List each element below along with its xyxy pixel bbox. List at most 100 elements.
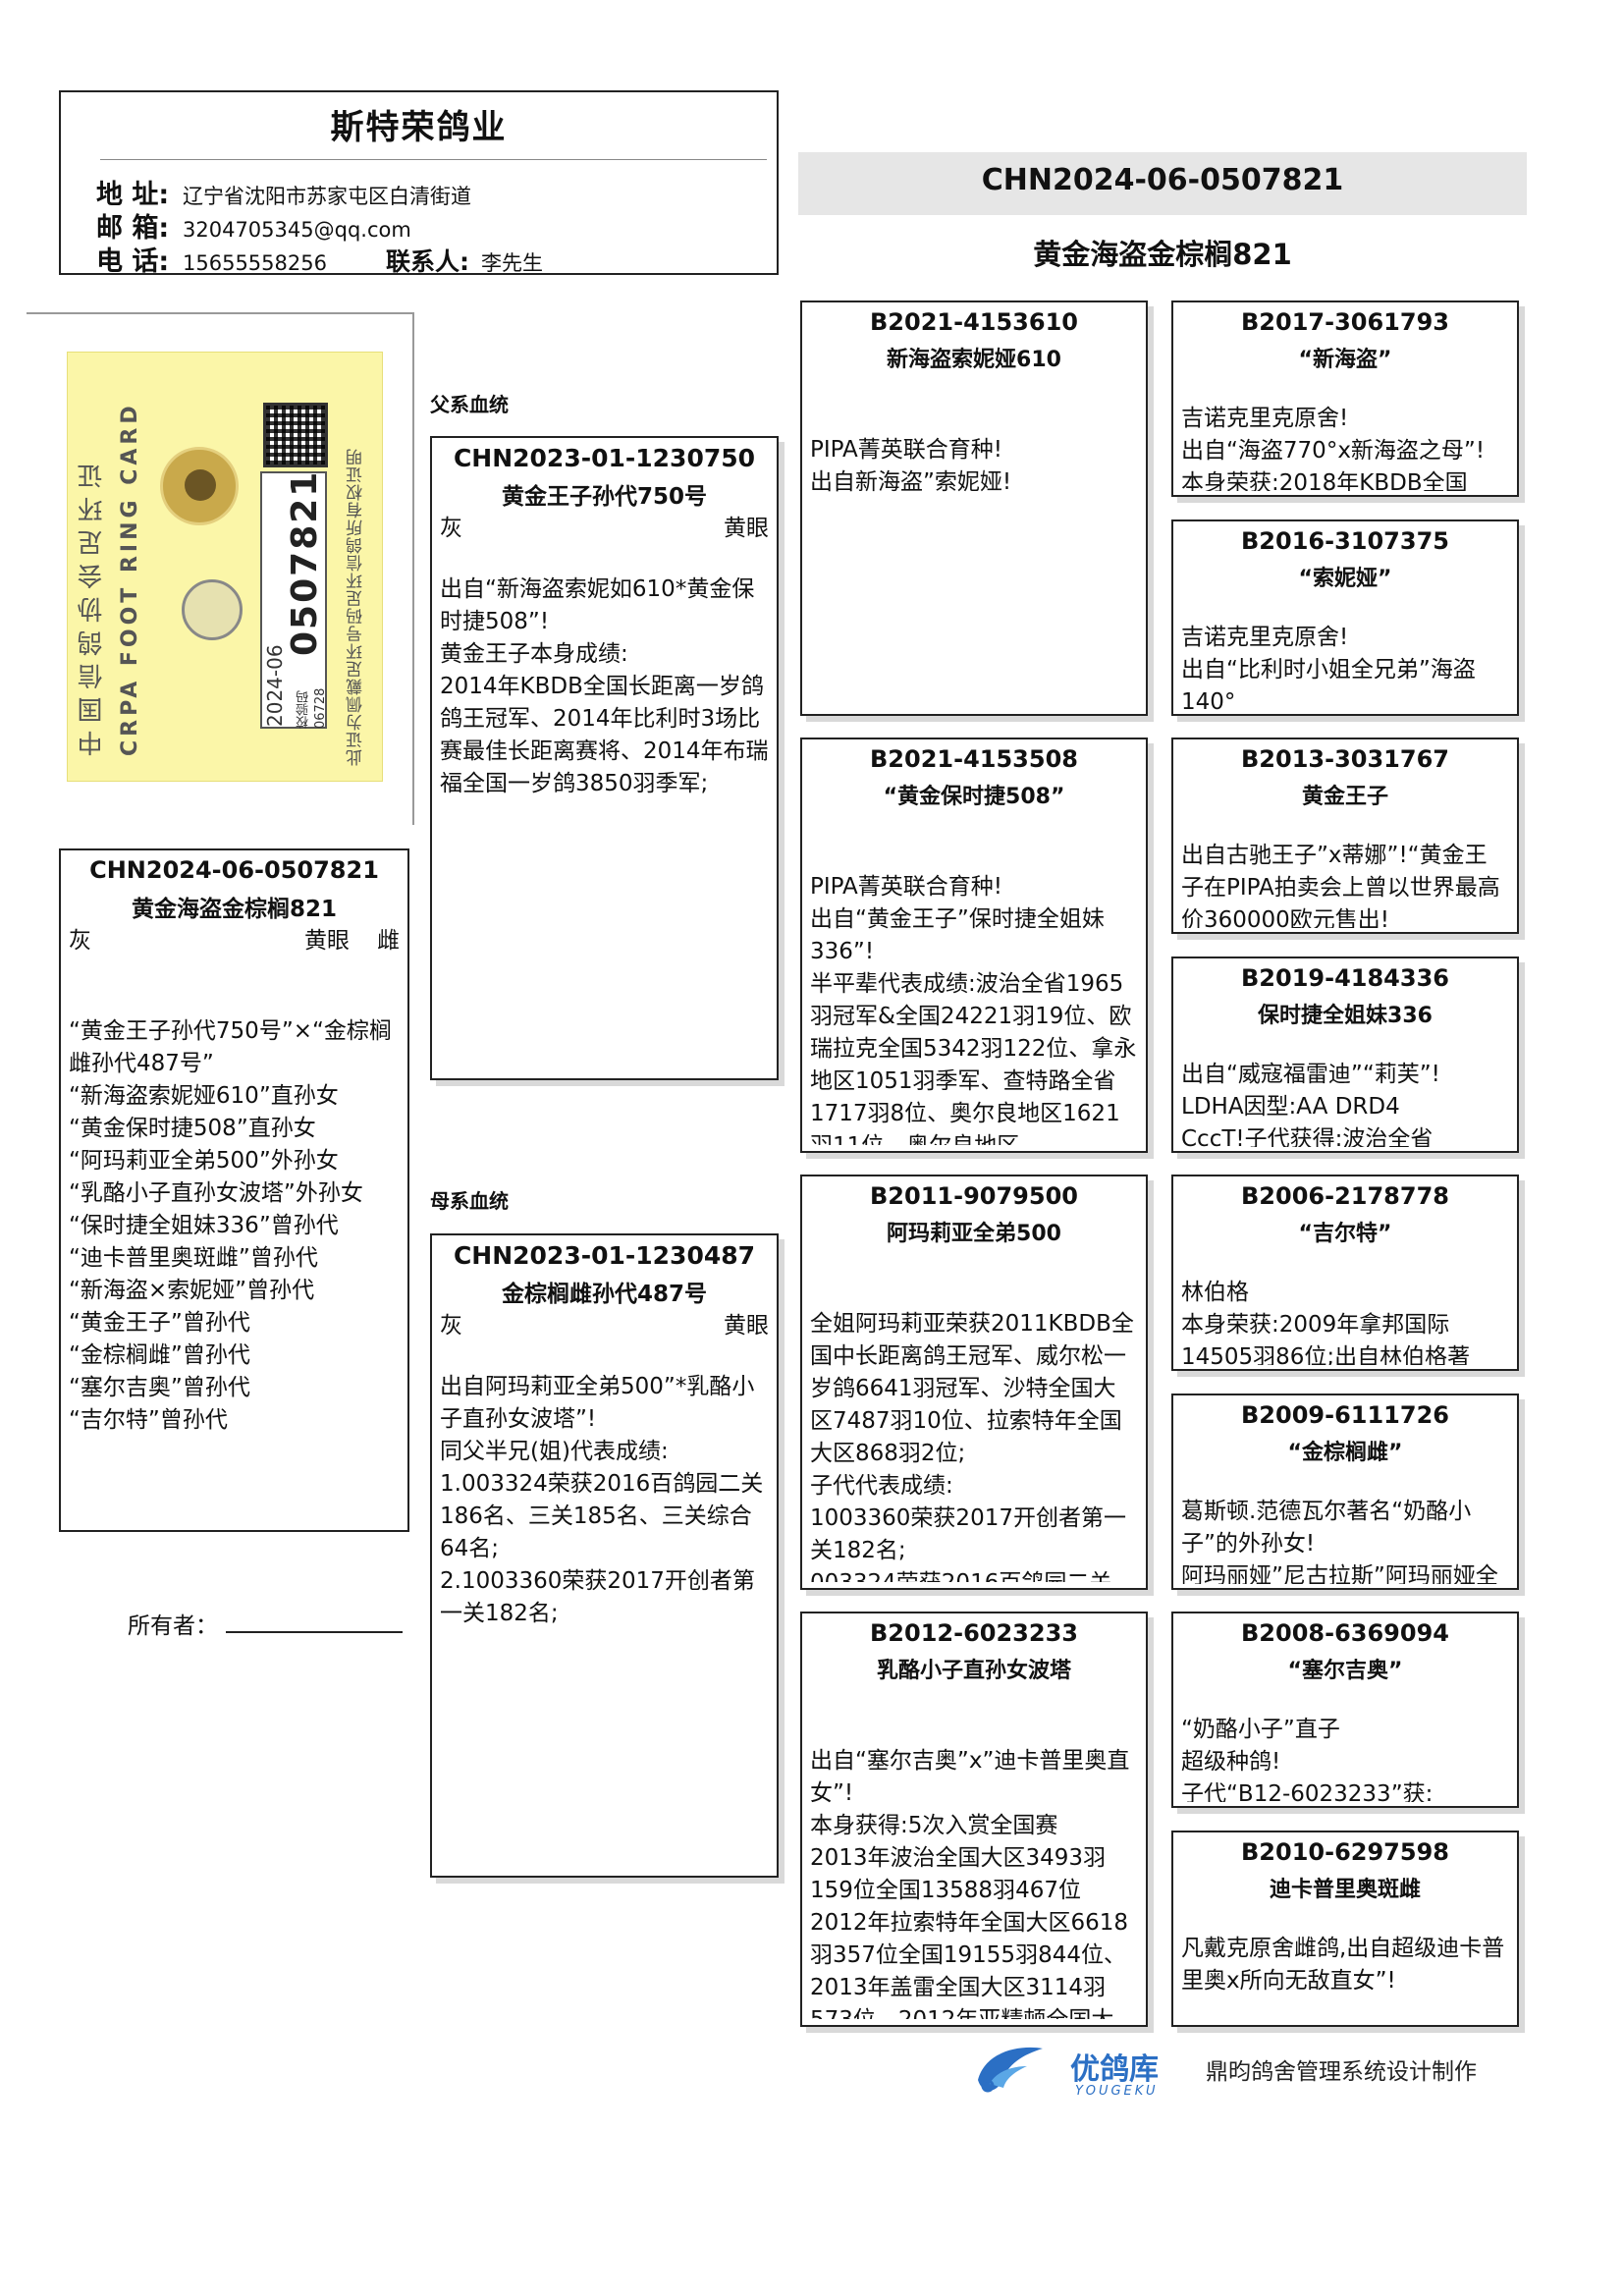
subject-lineage-line: “新海盗索妮娅610”直孙女	[69, 1083, 339, 1109]
great-grandparent-box: B2006-2178778 “吉尔特” 林伯格 本身荣获:2009年拿邦国际14…	[1171, 1175, 1519, 1371]
globe-icon	[182, 579, 243, 640]
ring-card	[67, 352, 383, 782]
dam-eye: 黄眼	[724, 1313, 769, 1339]
subject-ring: CHN2024-06-0507821	[89, 856, 379, 884]
great-grandparent-box: B2013-3031767 黄金王子 出自古驰王子”x蒂娜”!“黄金王子在PIP…	[1171, 738, 1519, 934]
great-grandparent-name: 黄金王子	[1301, 785, 1388, 809]
ring-card-year: 2024-06	[263, 644, 287, 727]
sire-meta: 灰 黄眼	[440, 509, 769, 542]
mother-line-label: 母系血统	[430, 1189, 509, 1213]
crpa-logo-icon	[160, 447, 239, 525]
subject-meta: 灰 黄眼 雌	[69, 921, 400, 955]
great-grandparent-box: B2008-6369094 “塞尔吉奥” “奶酪小子”直子 超级种鸽! 子代“B…	[1171, 1612, 1519, 1808]
great-grandparent-box: B2016-3107375 “索妮娅” 吉诺克里克原舍! 出自“比利时小姐全兄弟…	[1171, 519, 1519, 716]
grandparent-ring: B2011-9079500	[870, 1182, 1078, 1210]
header-divider	[100, 159, 767, 160]
great-grandparent-box: B2009-6111726 “金棕榈雌” 葛斯顿.范德瓦尔著名“奶酪小子”的外孙…	[1171, 1394, 1519, 1590]
email-row: 邮 箱: 3204705345@qq.com	[96, 206, 411, 245]
qr-code-icon	[263, 403, 328, 467]
main-pigeon-name: 黄金海盗金棕榈821	[1033, 238, 1292, 271]
great-grandparent-name: “塞尔吉奥”	[1287, 1659, 1403, 1683]
grandparent-box: B2021-4153508 “黄金保时捷508” PIPA菁英联合育种! 出自“…	[800, 738, 1148, 1153]
subject-lineage-line: “乳酪小子直孙女波塔”外孙女	[69, 1180, 363, 1206]
grandparent-description: PIPA菁英联合育种! 出自“黄金王子”保时捷全姐妹336”! 半平辈代表成绩:…	[810, 874, 1137, 1145]
great-grandparent-description: “奶酪小子”直子 超级种鸽! 子代“B12-6023233”获:	[1181, 1717, 1434, 1802]
contact-label: 联系人:	[385, 247, 469, 276]
great-grandparent-ring: B2017-3061793	[1241, 308, 1449, 336]
dam-description: 出自阿玛莉亚全弟500”*乳酪小子直孙女波塔”! 同父半兄(姐)代表成绩: 1.…	[440, 1374, 764, 1626]
ring-card-title-cn: 中国信鸽协会足环证	[78, 456, 107, 756]
yougeku-logo-icon	[978, 2047, 1043, 2093]
great-grandparent-ring: B2019-4184336	[1241, 964, 1449, 992]
sire-name: 黄金王子孙代750号	[501, 484, 707, 510]
ring-card-note: 此证为佩戴足环号码足环信鸽所有权证明	[347, 448, 366, 766]
grandparent-box: B2012-6023233 乳酪小子直孙女波塔 出自“塞尔吉奥”x”迪卡普里奥直…	[800, 1612, 1148, 2027]
address-label: 地 址:	[96, 180, 170, 210]
subject-color: 灰	[69, 928, 91, 954]
great-grandparent-name: “吉尔特”	[1298, 1222, 1392, 1246]
great-grandparent-ring: B2010-6297598	[1241, 1838, 1449, 1866]
subject-lineage-line: “金棕榈雌”曾孙代	[69, 1342, 250, 1368]
great-grandparent-ring: B2006-2178778	[1241, 1182, 1449, 1210]
address-row: 地 址:辽宁省沈阳市苏家屯区白清街道	[96, 173, 471, 211]
ring-number-box	[260, 471, 327, 729]
sire-eye: 黄眼	[724, 516, 769, 541]
grandparent-ring: B2021-4153508	[870, 745, 1078, 773]
breeder-header: 斯特荣鸽业 地 址:辽宁省沈阳市苏家屯区白清街道 邮 箱: 3204705345@…	[59, 90, 779, 278]
grandparent-name: 新海盗索妮娅610	[887, 348, 1061, 372]
contact-value: 李先生	[480, 251, 543, 275]
email-label: 邮 箱:	[96, 213, 170, 244]
great-grandparent-box: B2010-6297598 迪卡普里奥斑雌 凡戴克原舍雌鸽,出自超级迪卡普里奥x…	[1171, 1831, 1519, 2027]
great-grandparent-ring: B2008-6369094	[1241, 1619, 1449, 1647]
subject-lineage: “黄金王子孙代750号”×“金棕榈雌孙代487号”“新海盗索妮娅610”直孙女“…	[69, 1015, 400, 1437]
great-grandparent-description: 出自古驰王子”x蒂娜”!“黄金王子在PIPA拍卖会上曾以世界最高价360000欧…	[1181, 843, 1500, 928]
grandparent-ring: B2021-4153610	[870, 308, 1078, 336]
subject-lineage-line: “黄金保时捷508”直孙女	[69, 1116, 316, 1141]
great-grandparent-description: 凡戴克原舍雌鸽,出自超级迪卡普里奥x所向无敌直女”!	[1181, 1936, 1505, 1994]
subject-lineage-line: “迪卡普里奥斑雌”曾孙代	[69, 1245, 318, 1271]
great-grandparent-description: 吉诺克里克原舍! 出自“海盗770°x新海盗之母”! 本身荣获:2018年KBD…	[1181, 406, 1486, 491]
great-grandparent-box: B2019-4184336 保时捷全姐妹336 出自“威寇福雷迪”“莉芙”! L…	[1171, 957, 1519, 1153]
phone-value: 15655558256	[183, 251, 327, 275]
owner-blank-line	[226, 1612, 403, 1633]
grandparent-name: 乳酪小子直孙女波塔	[876, 1659, 1071, 1683]
grandparent-description: 全姐阿玛莉亚荣获2011KBDB全国中长距离鸽王冠军、威尔松一岁鸽6641羽冠军…	[810, 1311, 1134, 1582]
father-line-label: 父系血统	[430, 393, 509, 416]
grandparent-name: “黄金保时捷508”	[883, 785, 1065, 809]
sire-description: 出自“新海盗索妮如610*黄金保时捷508”! 黄金王子本身成绩: 2014年K…	[440, 576, 769, 796]
owner-label: 所有者：	[128, 1613, 218, 1639]
great-grandparent-box: B2017-3061793 “新海盗” 吉诺克里克原舍! 出自“海盗770°x新…	[1171, 301, 1519, 497]
sire-ring: CHN2023-01-1230750	[453, 444, 756, 472]
main-ring-number: CHN2024-06-0507821	[981, 163, 1344, 197]
great-grandparent-ring: B2013-3031767	[1241, 745, 1449, 773]
main-ring-band	[798, 152, 1527, 215]
owner-field: 所有者：	[128, 1607, 403, 1640]
great-grandparent-description: 林伯格 本身荣获:2009年拿邦国际14505羽86位;出自林伯格著	[1181, 1280, 1471, 1365]
subject-lineage-line: “保时捷全姐妹336”曾孙代	[69, 1213, 339, 1238]
grandparent-name: 阿玛莉亚全弟500	[887, 1222, 1061, 1246]
great-grandparent-description: 葛斯顿.范德瓦尔著名“奶酪小子”的外孙女! 阿玛丽娅”尼古拉斯”阿玛丽娅全	[1181, 1499, 1498, 1584]
dam-name: 金棕榈雌孙代487号	[501, 1282, 707, 1307]
footer-brand: 优鸽库	[1070, 2052, 1159, 2087]
grandparent-ring: B2012-6023233	[870, 1619, 1078, 1647]
grandparent-box: B2011-9079500 阿玛莉亚全弟500 全姐阿玛莉亚荣获2011KBDB…	[800, 1175, 1148, 1590]
phone-label: 电 话:	[96, 246, 170, 277]
email-value: 3204705345@qq.com	[183, 218, 411, 242]
subject-lineage-line: 雌孙代487号”	[69, 1051, 214, 1076]
dam-ring: CHN2023-01-1230487	[453, 1241, 756, 1270]
subject-lineage-line: “黄金王子”曾孙代	[69, 1310, 250, 1336]
great-grandparent-description: 出自“威寇福雷迪”“莉芙”! LDHA因型:AA DRD4 CccT!子代获得:…	[1181, 1062, 1440, 1147]
subject-name: 黄金海盗金棕榈821	[131, 897, 337, 922]
grandparent-box: B2021-4153610 新海盗索妮娅610 PIPA菁英联合育种! 出自新海…	[800, 301, 1148, 716]
breeder-title: 斯特荣鸽业	[330, 108, 508, 147]
great-grandparent-ring: B2009-6111726	[1241, 1401, 1449, 1429]
ring-card-title-en: CRPA FOOT RING CARD	[118, 402, 142, 756]
dam-color: 灰	[440, 1313, 462, 1339]
subject-lineage-line: “塞尔吉奥”曾孙代	[69, 1375, 250, 1400]
great-grandparent-name: 保时捷全姐妹336	[1258, 1004, 1433, 1028]
subject-lineage-line: “阿玛莉亚全弟500”外孙女	[69, 1148, 339, 1174]
subject-pigeon-box: CHN2024-06-0507821 黄金海盗金棕榈821 灰 黄眼 雌 “黄金…	[59, 848, 409, 1532]
great-grandparent-name: 迪卡普里奥斑雌	[1269, 1878, 1421, 1902]
dam-box: CHN2023-01-1230487 金棕榈雌孙代487号 灰 黄眼 出自阿玛莉…	[430, 1233, 779, 1878]
phone-row: 电 话: 15655558256 联系人: 李先生	[96, 240, 543, 278]
